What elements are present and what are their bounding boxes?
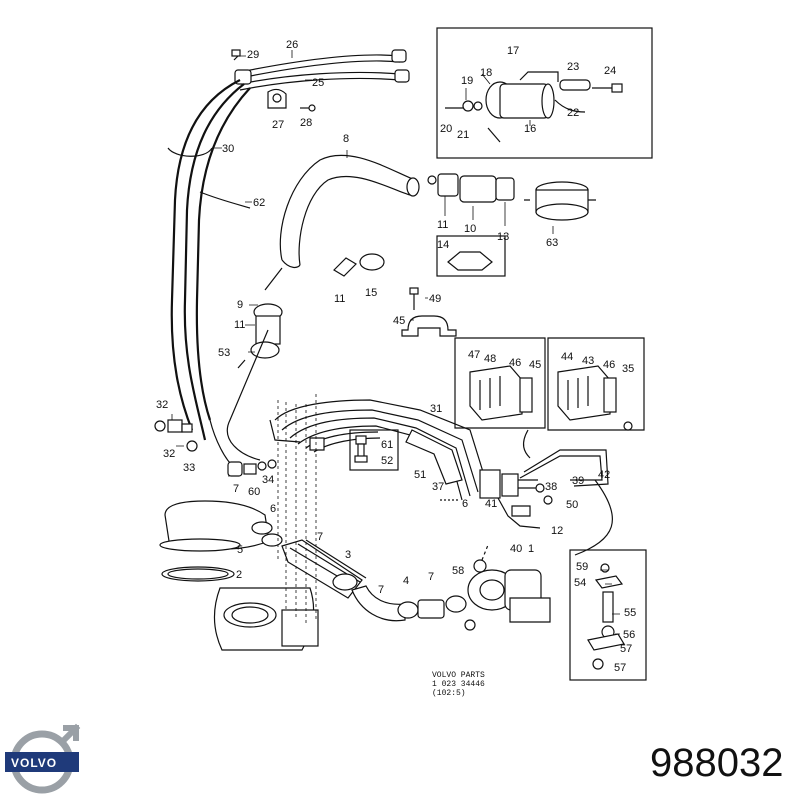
part-label: 7 — [428, 571, 434, 583]
part-label: 44 — [561, 351, 573, 363]
resonator-assembly — [427, 173, 596, 277]
part-label: 16 — [524, 123, 536, 135]
part-label: 12 — [551, 525, 563, 537]
part-label: 24 — [604, 65, 616, 77]
left-hose-bundle — [167, 79, 251, 441]
intake-bellows — [281, 539, 467, 622]
part-label: 57 — [614, 662, 626, 674]
bracket-49 — [401, 287, 457, 337]
part-label: 18 — [480, 67, 492, 79]
part-label: 51 — [414, 469, 426, 481]
part-label: 52 — [381, 455, 393, 467]
parts-stamp: VOLVO PARTS 1 023 34446 (102:5) — [432, 671, 485, 698]
part-label: 62 — [253, 197, 265, 209]
part-label: 22 — [567, 107, 579, 119]
part-label: 6 — [270, 503, 276, 515]
part-label: 10 — [464, 223, 476, 235]
part-label: 49 — [429, 293, 441, 305]
part-label: 61 — [381, 439, 393, 451]
left-fittings — [154, 419, 277, 477]
part-label: 42 — [598, 469, 610, 481]
part-label: 13 — [497, 231, 509, 243]
part-label: 28 — [300, 117, 312, 129]
part-label: 46 — [603, 359, 615, 371]
volvo-logo: VOLVO — [5, 723, 81, 794]
intake-hose-8 — [226, 154, 420, 461]
stamp-line: (102:5) — [432, 689, 466, 698]
part-label: 33 — [183, 462, 195, 474]
part-label: 48 — [484, 353, 496, 365]
part-label: 53 — [218, 347, 230, 359]
part-label: 57 — [620, 643, 632, 655]
part-label: 7 — [233, 483, 239, 495]
part-label: 30 — [222, 143, 234, 155]
part-label: 1 — [528, 543, 534, 555]
brand-wordmark: VOLVO — [11, 756, 57, 770]
part-label: 31 — [430, 403, 442, 415]
part-label: 45 — [529, 359, 541, 371]
part-label: 23 — [567, 61, 579, 73]
turbocharger — [464, 544, 551, 631]
part-label: 40 — [510, 543, 522, 555]
part-label: 17 — [507, 45, 519, 57]
part-label: 11 — [437, 219, 448, 231]
part-label: 63 — [546, 237, 558, 249]
part-label: 35 — [622, 363, 634, 375]
part-label: 58 — [452, 565, 464, 577]
part-label: 6 — [462, 498, 468, 510]
part-label: 5 — [237, 544, 243, 556]
part-label: 8 — [343, 133, 349, 145]
part-label: 11 — [334, 293, 345, 305]
part-label: 54 — [574, 577, 586, 589]
part-label: 4 — [403, 575, 409, 587]
part-label: 59 — [576, 561, 588, 573]
part-label: 27 — [272, 119, 284, 131]
part-label: 29 — [247, 49, 259, 61]
clamps-14-15 — [333, 253, 385, 277]
assembly-lines — [277, 394, 317, 625]
connector-boxes — [454, 337, 645, 431]
part-label: 9 — [237, 299, 243, 311]
part-label: 2 — [236, 569, 242, 581]
part-label: 55 — [624, 607, 636, 619]
part-label: 60 — [248, 486, 260, 498]
part-label: 41 — [485, 498, 497, 510]
part-label: 56 — [623, 629, 635, 641]
part-label: 7 — [317, 531, 323, 543]
part-label: 21 — [457, 129, 469, 141]
part-label: 32 — [156, 399, 168, 411]
part-label: 11 — [234, 319, 245, 331]
leader-lines — [171, 50, 620, 635]
part-label: 38 — [545, 481, 557, 493]
part-label: 20 — [440, 123, 452, 135]
part-label: 34 — [262, 474, 274, 486]
part-label: 32 — [163, 448, 175, 460]
part-label: 37 — [432, 481, 444, 493]
part-label: 45 — [393, 315, 405, 327]
part-label: 15 — [365, 287, 377, 299]
stamp-line: VOLVO PARTS — [432, 671, 485, 680]
part-label: 39 — [572, 475, 584, 487]
stamp-line: 1 023 34446 — [432, 680, 485, 689]
top-right-detail — [436, 27, 653, 159]
part-label: 26 — [286, 39, 298, 51]
air-intake — [159, 500, 319, 651]
bolt-60-61 — [349, 429, 399, 471]
part-label: 14 — [437, 239, 449, 251]
part-label: 46 — [509, 357, 521, 369]
part-label: 43 — [582, 355, 594, 367]
part-label: 47 — [468, 349, 480, 361]
part-label: 7 — [378, 584, 384, 596]
part-labels: 29 26 25 27 28 30 62 8 17 18 19 20 21 16… — [156, 39, 636, 655]
part-number: 988032 — [650, 741, 783, 785]
thermo-valve-detail — [569, 549, 647, 681]
wiring-harness — [269, 399, 613, 556]
part-label: 50 — [566, 499, 578, 511]
part-label: 19 — [461, 75, 473, 87]
part-label: 25 — [312, 77, 324, 89]
part-label: 3 — [345, 549, 351, 561]
